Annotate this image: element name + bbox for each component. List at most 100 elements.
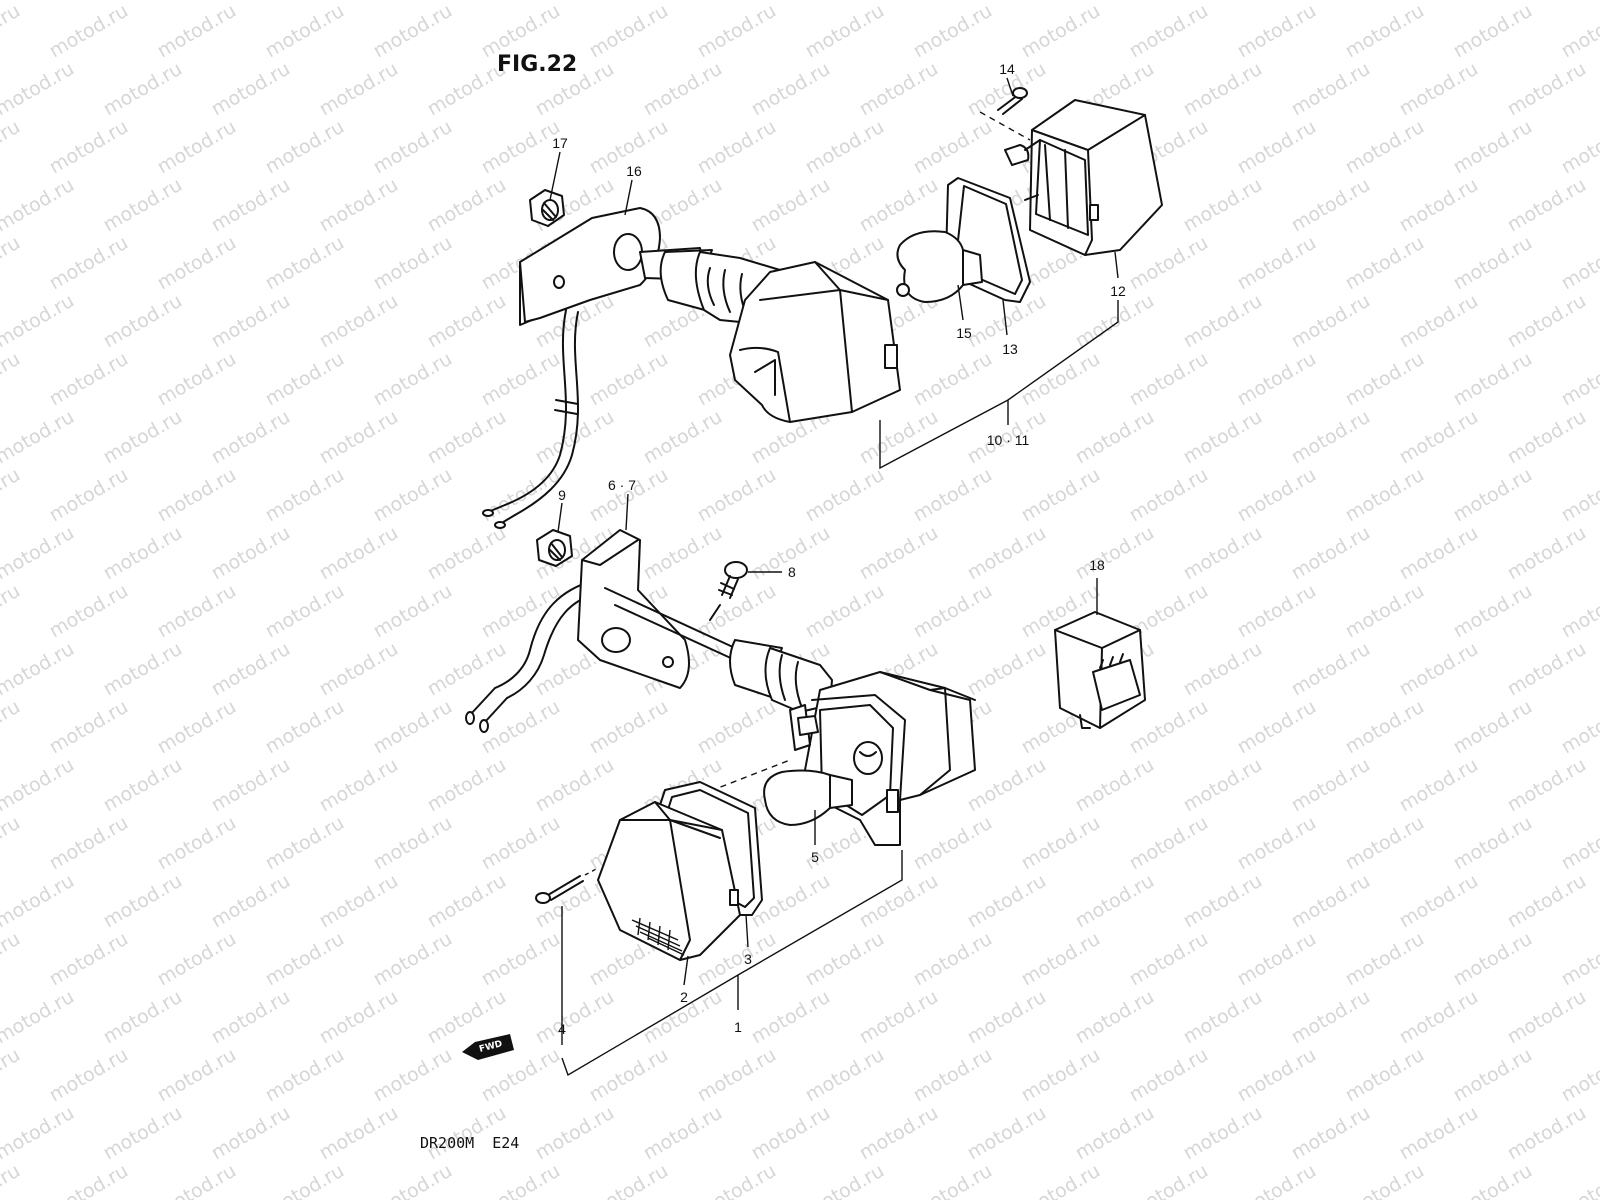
watermark-text: motod.ru [1450,232,1536,295]
watermark-text: motod.ru [1234,348,1320,411]
watermark-text: motod.ru [316,290,402,353]
watermark-text: motod.ru [1342,232,1428,295]
watermark-text: motod.ru [1450,928,1536,991]
watermark-text: motod.ru [694,0,780,62]
watermark-text: motod.ru [1450,348,1536,411]
watermark-text: motod.ru [1396,58,1482,121]
watermark-text: motod.ru [910,812,996,875]
watermark-text: motod.ru [1288,290,1374,353]
watermark-text: motod.ru [1288,870,1374,933]
watermark-text: motod.ru [640,58,726,121]
watermark-text: motod.ru [262,464,348,527]
watermark-text: motod.ru [802,1160,888,1200]
watermark-text: motod.ru [1180,58,1266,121]
watermark-text: motod.ru [0,870,78,933]
watermark-text: motod.ru [1126,464,1212,527]
watermark-text: motod.ru [370,464,456,527]
watermark-text: motod.ru [478,116,564,179]
watermark-text: motod.ru [0,58,78,121]
watermark-text: motod.ru [910,580,996,643]
watermark-text: motod.ru [910,1160,996,1200]
watermark-text: motod.ru [1342,580,1428,643]
watermark-text: motod.ru [1180,870,1266,933]
watermark-text: motod.ru [1558,232,1600,295]
watermark-text: motod.ru [1342,812,1428,875]
watermark-text: motod.ru [370,580,456,643]
watermark-text: motod.ru [46,928,132,991]
figure-title: FIG.22 [497,52,577,77]
watermark-text: motod.ru [910,0,996,62]
watermark-text: motod.ru [424,754,510,817]
watermark-text: motod.ru [46,580,132,643]
watermark-text: motod.ru [1288,638,1374,701]
watermark-text: motod.ru [532,406,618,469]
watermark-text: motod.ru [1558,348,1600,411]
watermark-text: motod.ru [1234,580,1320,643]
watermark-text: motod.ru [856,522,942,585]
watermark-text: motod.ru [1504,522,1590,585]
watermark-text: motod.ru [910,116,996,179]
watermark-text: motod.ru [0,116,24,179]
upper-screw [997,94,1019,111]
watermark-text: motod.ru [46,0,132,62]
watermark-text: motod.ru [1504,1102,1590,1165]
flasher-relay [1054,611,1146,729]
watermark-text: motod.ru [1450,580,1536,643]
upper-lens [1029,99,1163,256]
watermark-text: motod.ru [316,406,402,469]
watermark-text: motod.ru [0,812,24,875]
watermark-text: motod.ru [1558,0,1600,62]
watermark-text: motod.ru [154,464,240,527]
upper-wire [504,309,568,506]
watermark-text: motod.ru [370,1044,456,1107]
watermark-text: motod.ru [0,1102,78,1165]
watermark-text: motod.ru [208,522,294,585]
watermark-text: motod.ru [262,0,348,62]
watermark-text: motod.ru [1558,116,1600,179]
watermark-text: motod.ru [1234,464,1320,527]
callout-1: 1 [734,1019,742,1035]
callout-labels: 17 16 14 15 13 12 10 · 11 9 6 · 7 8 18 5… [552,61,1126,1037]
watermark-text: motod.ru [262,580,348,643]
watermark-text: motod.ru [1504,986,1590,1049]
watermark-text: motod.ru [802,928,888,991]
watermark-text: motod.ru [1504,406,1590,469]
upper-housing [729,261,901,423]
watermark-text: motod.ru [0,348,24,411]
watermark-text: motod.ru [1018,1044,1104,1107]
watermark-text: motod.ru [46,232,132,295]
callout-5: 5 [811,849,819,865]
upper-wire-inner [514,311,580,516]
watermark-text: motod.ru [856,58,942,121]
watermark-text: motod.ru [1504,754,1590,817]
watermark-text: motod.ru [478,928,564,991]
callout-9: 9 [558,487,566,503]
watermark-text: motod.ru [208,58,294,121]
watermark-text: motod.ru [370,696,456,759]
watermark-text: motod.ru [478,696,564,759]
watermark-text: motod.ru [1396,522,1482,585]
watermark-text: motod.ru [1450,696,1536,759]
watermark-text: motod.ru [1558,1160,1600,1200]
watermark-text: motod.ru [0,522,78,585]
watermark-text: motod.ru [1072,406,1158,469]
watermark-text: motod.ru [964,754,1050,817]
watermark-text: motod.ru [1396,1102,1482,1165]
watermark-text: motod.ru [748,58,834,121]
watermark-text: motod.ru [910,348,996,411]
watermark-text: motod.ru [0,754,78,817]
watermark-text: motod.ru [1504,174,1590,237]
callout-16: 16 [626,163,642,179]
watermark-text: motod.ru [1450,116,1536,179]
watermark-text: motod.ru [532,754,618,817]
watermark-text: motod.ru [1234,928,1320,991]
watermark-text: motod.ru [208,1102,294,1165]
watermark-text: motod.ru [1558,928,1600,991]
callout-4: 4 [558,1021,566,1037]
watermark-text: motod.ru [964,638,1050,701]
watermark-text: motod.ru [154,580,240,643]
watermark-text: motod.ru [262,1044,348,1107]
watermark-text: motod.ru [1450,0,1536,62]
